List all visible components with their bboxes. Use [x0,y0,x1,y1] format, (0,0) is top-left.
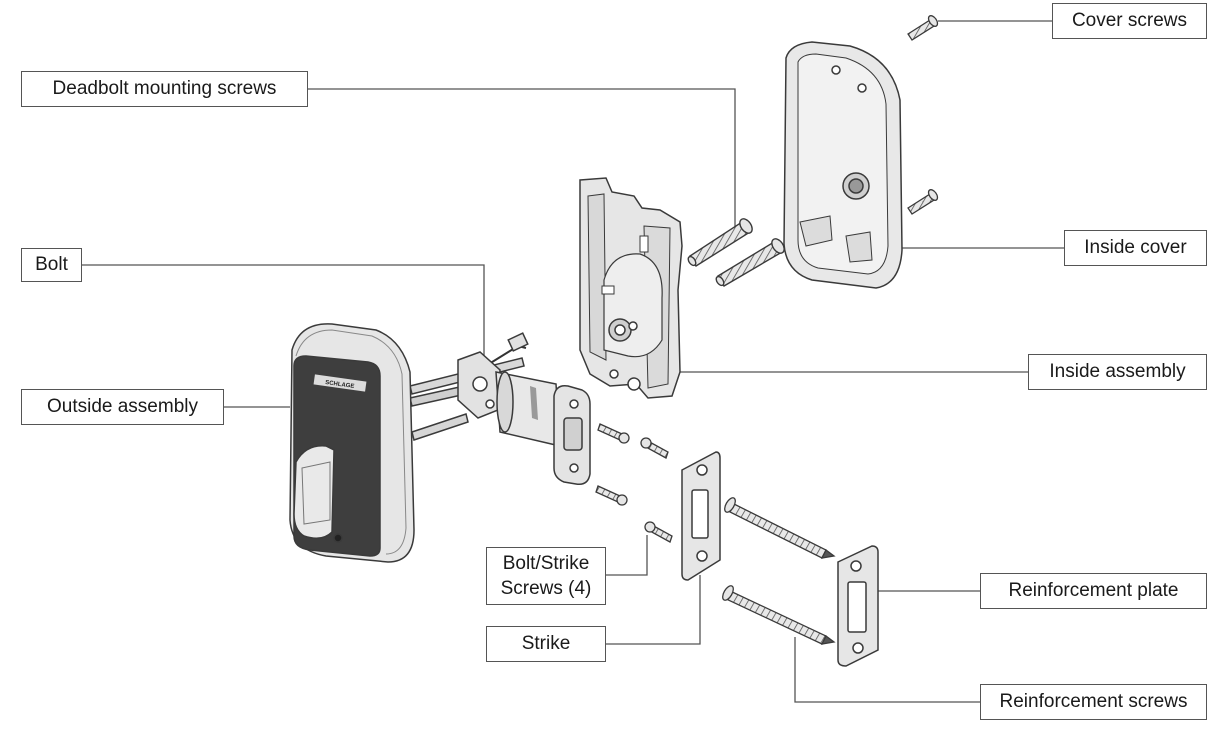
bolt-strike-screws-part [595,423,673,543]
label-strike: Strike [486,626,606,662]
label-deadbolt-mounting-screws: Deadbolt mounting screws [21,71,308,107]
leader-deadbolt-mounting-screws [308,88,736,232]
leader-lines [82,20,1064,703]
label-cover-screws: Cover screws [1052,3,1207,39]
label-bolt-strike-screws: Bolt/Strike Screws (4) [486,547,606,605]
label-bolt-strike-screws-line1: Bolt/Strike [502,553,590,574]
label-reinforcement-plate: Reinforcement plate [980,573,1207,609]
brand-mark: SCHLAGE [325,380,355,390]
leader-bolt [82,264,485,385]
strike-part [681,451,721,581]
leader-bolt-strike-screws [606,535,648,576]
label-inside-assembly: Inside assembly [1028,354,1207,390]
label-reinforcement-screws: Reinforcement screws [980,684,1207,720]
cover-screws-part [907,15,939,215]
label-inside-cover: Inside cover [1064,230,1207,266]
label-outside-assembly: Outside assembly [21,389,224,425]
label-bolt-strike-screws-line2: Screws (4) [500,578,592,599]
label-bolt: Bolt [21,248,82,282]
leader-strike [606,575,701,645]
reinforcement-screws-part [722,497,836,645]
bolt-part [457,332,591,486]
inside-assembly-part [579,177,683,399]
inside-cover-part [783,41,903,289]
deadbolt-mounting-screws-part [687,218,785,287]
leader-reinforcement-screws [794,637,980,703]
reinforcement-plate-part [837,545,879,667]
